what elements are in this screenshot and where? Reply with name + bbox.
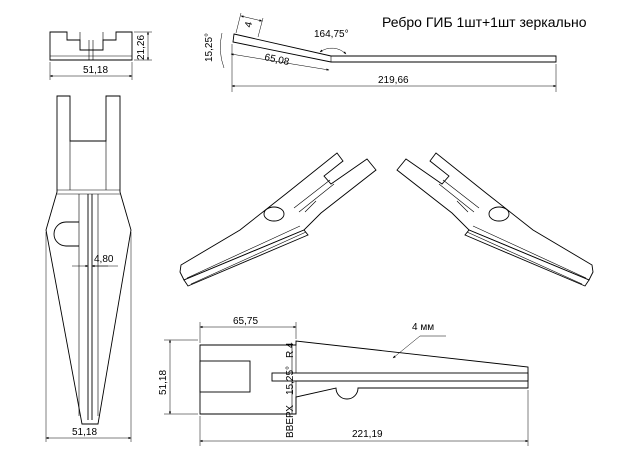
dim-bend-short-len: 65,08 (263, 52, 290, 68)
dim-plan-thickness-note: 4 мм (412, 322, 434, 333)
dim-plan-total: 221,19 (352, 429, 383, 440)
front-view: 4,80 51,18 (45, 95, 132, 442)
dim-slot-width: 4,80 (94, 254, 114, 265)
dim-plan-direction: ВВЕРХ (285, 405, 296, 438)
dim-plan-radius: R 4 (285, 342, 296, 358)
dim-top-width: 51,18 (83, 65, 108, 76)
dim-plan-angle: 15,25° (285, 366, 296, 395)
iso-right-view (396, 152, 594, 287)
dim-plan-height: 51,18 (158, 370, 169, 395)
dim-bend-angle: 164,75° (314, 29, 349, 40)
top-end-view: 51,18 21,26 (49, 31, 152, 80)
dim-plan-top-len: 65,75 (233, 316, 258, 327)
dim-bend-thickness: 4 (243, 20, 255, 28)
dim-bend-short-angle: 15,25° (204, 33, 215, 62)
bend-view: 4 15,25° 65,08 164,75° 219,66 (204, 12, 557, 92)
dim-side-width: 51,18 (72, 427, 97, 438)
drawing-title: Ребро ГИБ 1шт+1шт зеркально (382, 14, 587, 30)
plan-view: 4 мм R 4 15,25° ВВЕРХ 65,75 51,18 221,19 (158, 316, 529, 446)
dim-bend-total: 219,66 (378, 75, 409, 86)
iso-left-view (179, 152, 377, 287)
dim-top-height: 21,26 (136, 35, 147, 60)
